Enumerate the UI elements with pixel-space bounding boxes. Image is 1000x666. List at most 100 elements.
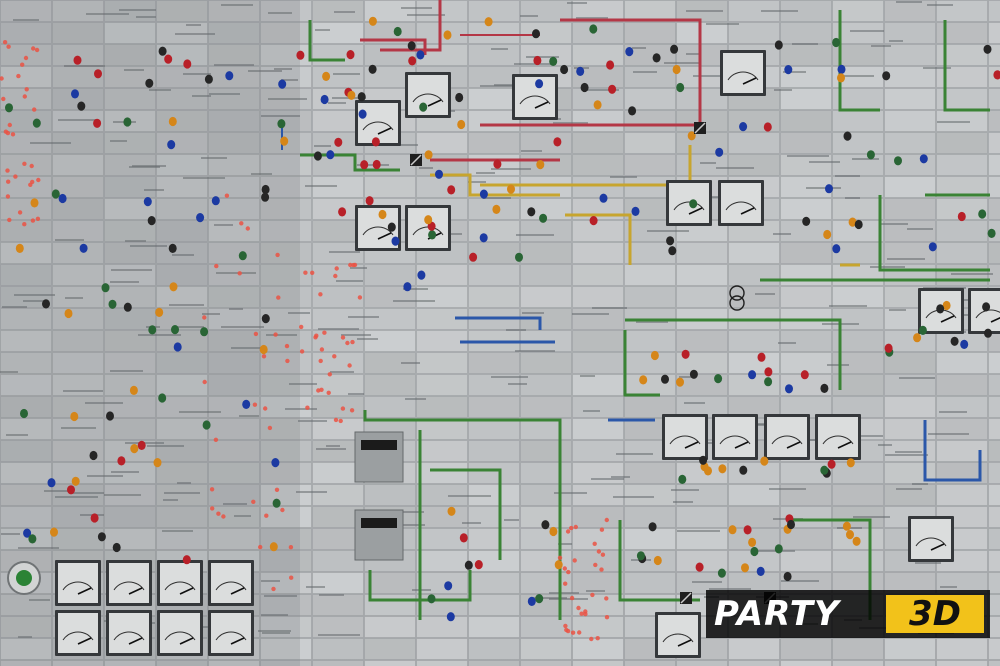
label-plate — [515, 350, 555, 352]
selector-knob-icon — [42, 299, 50, 309]
panel-tile — [468, 132, 520, 154]
panel-tile — [676, 330, 728, 352]
label-plate — [266, 334, 297, 336]
panel-tile — [208, 264, 260, 286]
label-plate — [281, 79, 298, 81]
selector-knob-icon — [800, 370, 809, 380]
indicator-lamp-icon — [340, 406, 346, 411]
selector-knob-icon — [950, 336, 959, 346]
selector-knob-icon — [918, 325, 927, 335]
selector-knob-icon — [672, 64, 681, 75]
panel-tile — [572, 506, 624, 528]
panel-tile — [364, 660, 416, 666]
bus-line-green — [363, 410, 562, 620]
label-plate — [315, 29, 330, 31]
indicator-lamp-icon — [30, 218, 36, 223]
party3d-watermark: PARTY 3D — [706, 590, 990, 638]
label-plate — [216, 272, 256, 274]
panel-tile — [520, 286, 572, 308]
label-plate — [86, 13, 129, 15]
panel-tile — [832, 0, 884, 22]
label-plate — [531, 597, 567, 599]
indicator-lamp-icon — [564, 627, 569, 633]
panel-tile — [52, 220, 104, 242]
indicator-lamp-icon — [327, 372, 332, 377]
selector-knob-icon — [493, 159, 502, 169]
label-plate — [268, 98, 307, 100]
selector-knob-icon — [825, 184, 833, 194]
label-plate — [686, 53, 701, 55]
indicator-lamp-icon — [245, 226, 250, 231]
label-plate — [526, 56, 559, 58]
panel-tile — [832, 286, 884, 308]
label-plate — [567, 2, 587, 4]
label-plate — [298, 420, 327, 422]
label-plate — [419, 167, 433, 169]
panel-tile — [832, 660, 884, 666]
label-plate — [64, 65, 105, 67]
label-plate — [673, 501, 693, 503]
panel-tile — [676, 550, 728, 572]
panel-tile — [416, 572, 468, 594]
panel-tile — [988, 22, 1000, 44]
label-plate — [686, 10, 723, 12]
meter-scale — [771, 435, 803, 445]
meter-scale — [362, 226, 394, 236]
label-plate — [879, 223, 908, 225]
selector-knob-icon — [278, 79, 287, 89]
label-plate — [248, 70, 282, 72]
panel-tile — [780, 88, 832, 110]
panel-tile — [468, 352, 520, 374]
selector-knob-icon — [866, 150, 875, 160]
panel-tile — [364, 264, 416, 286]
selector-knob-icon — [681, 349, 690, 359]
panel-tile — [780, 132, 832, 154]
label-plate — [319, 594, 344, 596]
selector-knob-icon — [748, 370, 757, 380]
selector-knob-icon — [978, 209, 987, 219]
label-plate — [138, 334, 181, 336]
indicator-lamp-icon — [326, 390, 331, 395]
panel-tile — [676, 352, 728, 374]
indicator-lamp-icon — [275, 252, 280, 258]
selector-knob-icon — [695, 562, 704, 572]
label-plate — [55, 239, 84, 241]
selector-knob-icon — [553, 137, 562, 147]
label-plate — [221, 326, 264, 328]
selector-knob-icon — [982, 302, 991, 312]
selector-knob-icon — [717, 568, 726, 578]
selector-knob-icon — [714, 374, 723, 384]
label-plate — [611, 476, 630, 478]
selector-knob-icon — [455, 92, 464, 103]
label-plate — [316, 448, 346, 450]
indicator-lamp-icon — [579, 611, 584, 616]
panel-tile — [988, 132, 1000, 154]
panel-tile — [0, 484, 52, 506]
label-plate — [296, 491, 327, 493]
panel-tile — [52, 22, 104, 44]
meter-face — [160, 563, 200, 603]
selector-knob-icon — [357, 92, 366, 102]
label-plate — [761, 10, 798, 12]
meter-scale — [727, 71, 759, 81]
indicator-lamp-icon — [332, 354, 337, 359]
label-plate — [778, 342, 796, 344]
indicator-lamp-icon — [2, 40, 8, 45]
selector-knob-icon — [143, 197, 152, 207]
indicator-lamp-icon — [17, 210, 23, 215]
label-plate — [110, 281, 139, 283]
indicator-lamp-icon — [5, 168, 10, 173]
panel-tile — [52, 506, 104, 528]
panel-tile — [364, 572, 416, 594]
panel-tile — [624, 286, 676, 308]
panel-tile — [364, 330, 416, 352]
label-plate — [63, 390, 103, 392]
meter-face — [515, 77, 555, 117]
panel-tile — [156, 176, 208, 198]
indicator-lamp-icon — [35, 216, 41, 221]
indicator-lamp-icon — [322, 330, 327, 335]
panel-tile — [468, 22, 520, 44]
label-plate — [755, 293, 775, 295]
meter-needle — [77, 587, 92, 595]
label-plate — [314, 145, 331, 147]
